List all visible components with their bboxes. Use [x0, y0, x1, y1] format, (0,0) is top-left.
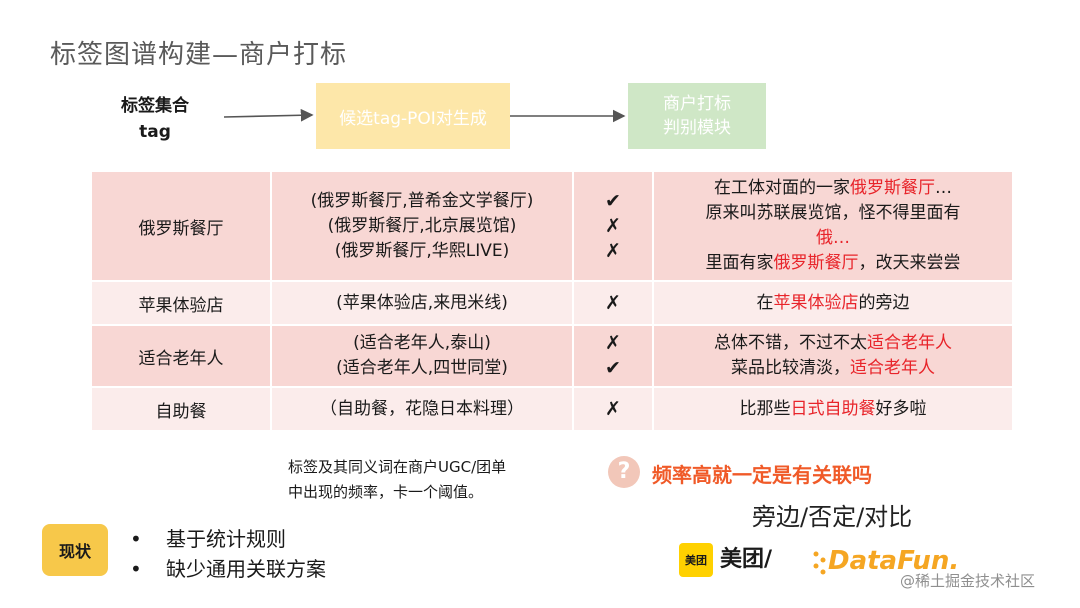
meituan-logo-icon: 美团: [679, 543, 713, 577]
list-item: •基于统计规则: [130, 524, 326, 554]
ugc-highlight: 俄罗斯餐厅: [773, 253, 859, 273]
ugc-cell: 总体不错，不过不太适合老年人 菜品比较清淡，适合老年人: [652, 324, 1014, 388]
question-icon: ?: [608, 456, 640, 488]
note-line1: 标签及其同义词在商户UGC/团单: [288, 458, 507, 476]
ugc-cell: 比那些日式自助餐好多啦: [652, 386, 1014, 432]
ugc-line: 在苹果体验店的旁边: [756, 292, 910, 313]
status-list: •基于统计规则 •缺少通用关联方案: [130, 524, 326, 584]
ugc-line: 菜品比较清淡，适合老年人: [731, 358, 935, 378]
ugc-cell: 在工体对面的一家俄罗斯餐厅… 原来叫苏联展览馆，怪不得里面有 俄… 里面有家俄罗…: [652, 170, 1014, 282]
pairs-cell: （自助餐，花隐日本料理）: [270, 386, 574, 432]
tag-cell: 苹果体验店: [90, 280, 272, 326]
table-row: 苹果体验店 (苹果体验店,来甩米线) ✗ 在苹果体验店的旁边: [90, 280, 1014, 326]
ugc-line: 比那些日式自助餐好多啦: [739, 398, 927, 419]
flow-arrows: [223, 108, 626, 123]
marks-cell: ✗: [572, 386, 654, 432]
ugc-highlight: 适合老年人: [850, 358, 935, 378]
tagset-line2: tag: [139, 122, 171, 142]
pairs-cell: (苹果体验店,来甩米线): [270, 280, 574, 326]
arrow-tagset-to-candidate: [223, 108, 314, 122]
marks-cell: ✗ ✔: [572, 324, 654, 388]
bullet-icon: •: [130, 527, 142, 551]
ugc-highlight: 日式自助餐: [790, 398, 876, 419]
cross-icon: ✗: [605, 214, 621, 237]
cross-icon: ✗: [605, 291, 621, 314]
tagset-line1: 标签集合: [121, 96, 189, 116]
tag-cell: 适合老年人: [90, 324, 272, 388]
check-icon: ✔: [605, 357, 621, 379]
list-item: •缺少通用关联方案: [130, 554, 326, 584]
meituan-logo-text: 美团/: [720, 547, 773, 572]
note-line2: 中出现的频率，卡一个阈值。: [288, 483, 484, 501]
pair-item: （自助餐，花隐日本料理）: [320, 398, 524, 419]
tagging-module-line2: 判别模块: [663, 118, 731, 138]
pair-item: (适合老年人,四世同堂): [336, 358, 508, 378]
tag-cell: 俄罗斯餐厅: [90, 170, 272, 282]
ugc-line: 原来叫苏联展览馆，怪不得里面有: [705, 203, 961, 223]
ugc-line: 里面有家俄罗斯餐厅，改天来尝尝: [705, 253, 961, 273]
pairs-cell: (俄罗斯餐厅,普希金文学餐厅) (俄罗斯餐厅,北京展览馆) (俄罗斯餐厅,华熙L…: [270, 170, 574, 282]
datafun-dots-icon: [813, 551, 826, 575]
ugc-line: 在工体对面的一家俄罗斯餐厅…: [714, 178, 952, 198]
ugc-cell: 在苹果体验店的旁边: [652, 280, 1014, 326]
pair-item: (俄罗斯餐厅,北京展览馆): [327, 215, 517, 236]
candidate-generation-label: 候选tag-POI对生成: [339, 108, 487, 129]
datafun-logo-text: DataFun.: [828, 546, 960, 576]
pair-item: (苹果体验店,来甩米线): [336, 292, 508, 313]
ugc-highlight: 俄…: [816, 228, 850, 248]
ugc-highlight: 苹果体验店: [773, 292, 859, 313]
cross-icon: ✗: [605, 332, 621, 354]
tag-cell: 自助餐: [90, 386, 272, 432]
table-row: 俄罗斯餐厅 (俄罗斯餐厅,普希金文学餐厅) (俄罗斯餐厅,北京展览馆) (俄罗斯…: [90, 170, 1014, 282]
tagging-module-line1: 商户打标: [663, 94, 731, 114]
ugc-highlight: 俄罗斯餐厅: [850, 178, 935, 198]
frequency-note: 标签及其同义词在商户UGC/团单 中出现的频率，卡一个阈值。: [288, 455, 588, 505]
page-title: 标签图谱构建—商户打标: [50, 40, 348, 70]
ugc-highlight: 适合老年人: [867, 333, 952, 353]
bullet-icon: •: [130, 557, 142, 581]
pair-item: (俄罗斯餐厅,普希金文学餐厅): [310, 190, 534, 211]
table-row: 适合老年人 (适合老年人,泰山) (适合老年人,四世同堂) ✗ ✔ 总体不错，不…: [90, 324, 1014, 388]
table-row: 自助餐 （自助餐，花隐日本料理） ✗ 比那些日式自助餐好多啦: [90, 386, 1014, 432]
status-badge: 现状: [42, 524, 108, 576]
cross-icon: ✗: [605, 397, 621, 420]
pair-item: (俄罗斯餐厅,华熙LIVE): [334, 240, 510, 261]
cross-icon: ✗: [605, 239, 621, 262]
candidate-generation-box: 候选tag-POI对生成: [316, 83, 510, 149]
relation-types: 旁边/否定/对比: [752, 503, 913, 531]
question-text: 频率高就一定是有关联吗: [652, 463, 872, 487]
marks-cell: ✔ ✗ ✗: [572, 170, 654, 282]
pair-item: (适合老年人,泰山): [353, 333, 491, 353]
marks-cell: ✗: [572, 280, 654, 326]
ugc-line: 俄…: [654, 226, 1012, 251]
check-icon: ✔: [605, 189, 621, 212]
ugc-line: 总体不错，不过不太适合老年人: [714, 333, 952, 353]
tag-poi-table: 俄罗斯餐厅 (俄罗斯餐厅,普希金文学餐厅) (俄罗斯餐厅,北京展览馆) (俄罗斯…: [90, 170, 1014, 432]
tagset-label: 标签集合 tag: [105, 93, 205, 145]
tagging-module-box: 商户打标 判别模块: [628, 83, 766, 149]
pairs-cell: (适合老年人,泰山) (适合老年人,四世同堂): [270, 324, 574, 388]
watermark: @稀土掘金技术社区: [900, 572, 1036, 590]
